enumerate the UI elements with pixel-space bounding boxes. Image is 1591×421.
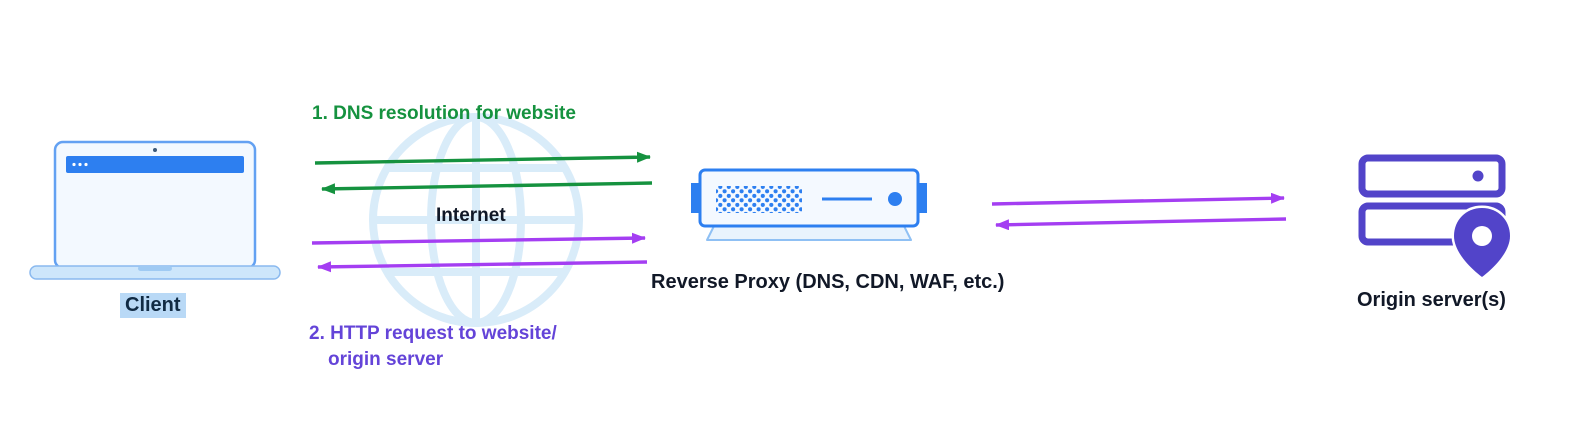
origin-server-label: Origin server(s): [1357, 289, 1506, 311]
dns-response-arrow: [321, 181, 653, 195]
http-step-line2: origin server: [328, 349, 444, 370]
origin-server-icon: [1358, 154, 1513, 281]
internet-globe-icon: [369, 113, 583, 327]
http-request-arrow: [311, 232, 646, 245]
http-response-arrow: [317, 260, 648, 273]
proxy-dot-grid: [716, 186, 802, 213]
http-step-label: 2. HTTP request to website/ origin serve…: [309, 321, 557, 373]
reverse-proxy-icon: [691, 168, 927, 241]
laptop-icon: [29, 140, 281, 280]
http-step-line1: 2. HTTP request to website/: [309, 323, 557, 344]
reverse-proxy-label: Reverse Proxy (DNS, CDN, WAF, etc.): [651, 271, 1005, 293]
proxy-origin-arrows: [991, 192, 1287, 231]
client-label: Client: [120, 293, 186, 318]
http-request-arrows: [311, 232, 648, 273]
internet-label: Internet: [436, 205, 506, 226]
dns-resolution-arrows: [314, 151, 653, 195]
dns-request-arrow: [314, 151, 651, 165]
proxy-to-origin-arrow: [991, 192, 1285, 206]
dns-step-label: 1. DNS resolution for website: [312, 103, 576, 124]
origin-to-proxy-arrow: [995, 217, 1287, 231]
location-pin-icon: [1451, 205, 1513, 281]
